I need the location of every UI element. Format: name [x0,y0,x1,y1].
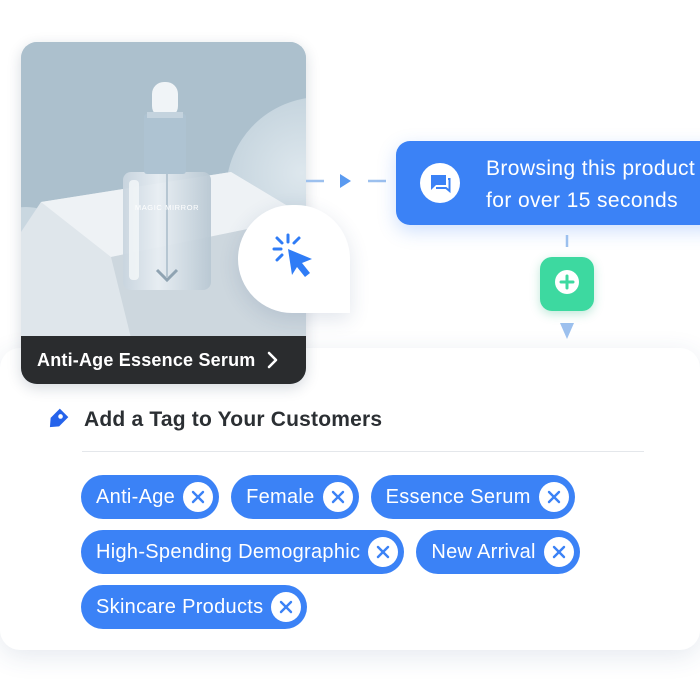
tag-panel-header: Add a Tag to Your Customers [44,404,382,436]
tag-panel-title: Add a Tag to Your Customers [84,408,383,431]
tag-chip-label: New Arrival [431,540,536,563]
tag-chip[interactable]: Anti-Age [81,475,220,519]
vertical-connector [560,235,574,339]
tag-chip-label: High-Spending Demographic [96,540,361,563]
plus-circle-icon [553,268,581,301]
click-cursor-icon [266,229,322,290]
tag-chip[interactable]: High-Spending Demographic [81,530,405,574]
close-circle-icon[interactable] [183,482,214,512]
close-circle-icon[interactable] [538,482,569,512]
chevron-right-icon [267,351,279,369]
click-indicator [238,205,350,313]
close-circle-icon[interactable] [543,537,574,567]
tag-panel-card: Add a Tag to Your Customers Anti-Age Fema… [0,348,700,650]
tag-chip[interactable]: New Arrival [416,530,580,574]
tag-icon [44,407,70,433]
divider [82,451,644,452]
trigger-card: Browsing this product for over 15 second… [396,141,700,225]
chat-bubble-icon [420,163,460,203]
add-action-button[interactable] [540,257,594,311]
close-circle-icon[interactable] [322,482,353,512]
tag-chip[interactable]: Female [231,475,359,519]
tag-chip-label: Skincare Products [96,595,264,618]
tag-chip[interactable]: Skincare Products [81,585,308,629]
bottle-brand-text: MAGIC MIRROR [135,203,199,212]
trigger-text: Browsing this product for over 15 second… [486,153,700,217]
product-name: Anti-Age Essence Serum [37,349,256,370]
product-card[interactable]: MAGIC MIRROR Anti-Age Essence Serum [21,42,306,384]
tag-chip-label: Essence Serum [385,485,531,508]
close-circle-icon[interactable] [271,592,302,622]
tag-chip-label: Female [246,485,315,508]
tag-chip[interactable]: Essence Serum [370,475,575,519]
product-name-link[interactable]: Anti-Age Essence Serum [21,336,306,384]
flow-connector [306,174,386,188]
product-image: MAGIC MIRROR [21,42,306,338]
trigger-line-1: Browsing this product [486,157,696,180]
trigger-line-2: for over 15 seconds [486,189,679,212]
tag-chip-label: Anti-Age [96,485,176,508]
close-circle-icon[interactable] [368,537,399,567]
